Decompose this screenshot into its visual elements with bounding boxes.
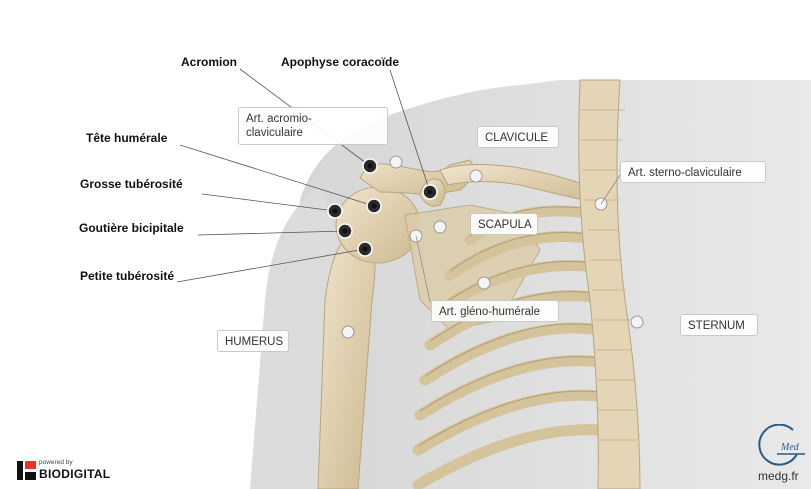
label-gouttiere-bicipitale: Goutière bicipitale xyxy=(79,221,184,235)
label-coracoid: Apophyse coracoïde xyxy=(281,55,399,69)
biodigital-mark-icon xyxy=(17,461,36,480)
box-clavicule: CLAVICULE xyxy=(477,126,559,148)
label-grosse-tuberosite: Grosse tubérosité xyxy=(80,177,183,191)
biodigital-text: BIODIGITAL xyxy=(39,467,110,481)
box-humerus: HUMERUS xyxy=(217,330,289,352)
label-petite-tuberosite: Petite tubérosité xyxy=(80,269,174,283)
medg-url[interactable]: medg.fr xyxy=(758,469,799,483)
medg-logo-text: Med xyxy=(780,442,800,453)
box-scapula: SCAPULA xyxy=(470,213,538,235)
label-acromion: Acromion xyxy=(181,55,237,69)
box-art-sterno-claviculaire: Art. sterno-claviculaire xyxy=(620,161,766,183)
box-art-acromio-claviculaire: Art. acromio- claviculaire xyxy=(238,107,388,145)
powered-by-text: powered by xyxy=(39,459,73,466)
box-art-gleno-humerale: Art. gléno-humérale xyxy=(431,300,559,322)
label-tete-humerale: Tête humérale xyxy=(86,131,167,145)
box-sternum: STERNUM xyxy=(680,314,758,336)
medg-logo-icon: Med xyxy=(753,424,805,468)
